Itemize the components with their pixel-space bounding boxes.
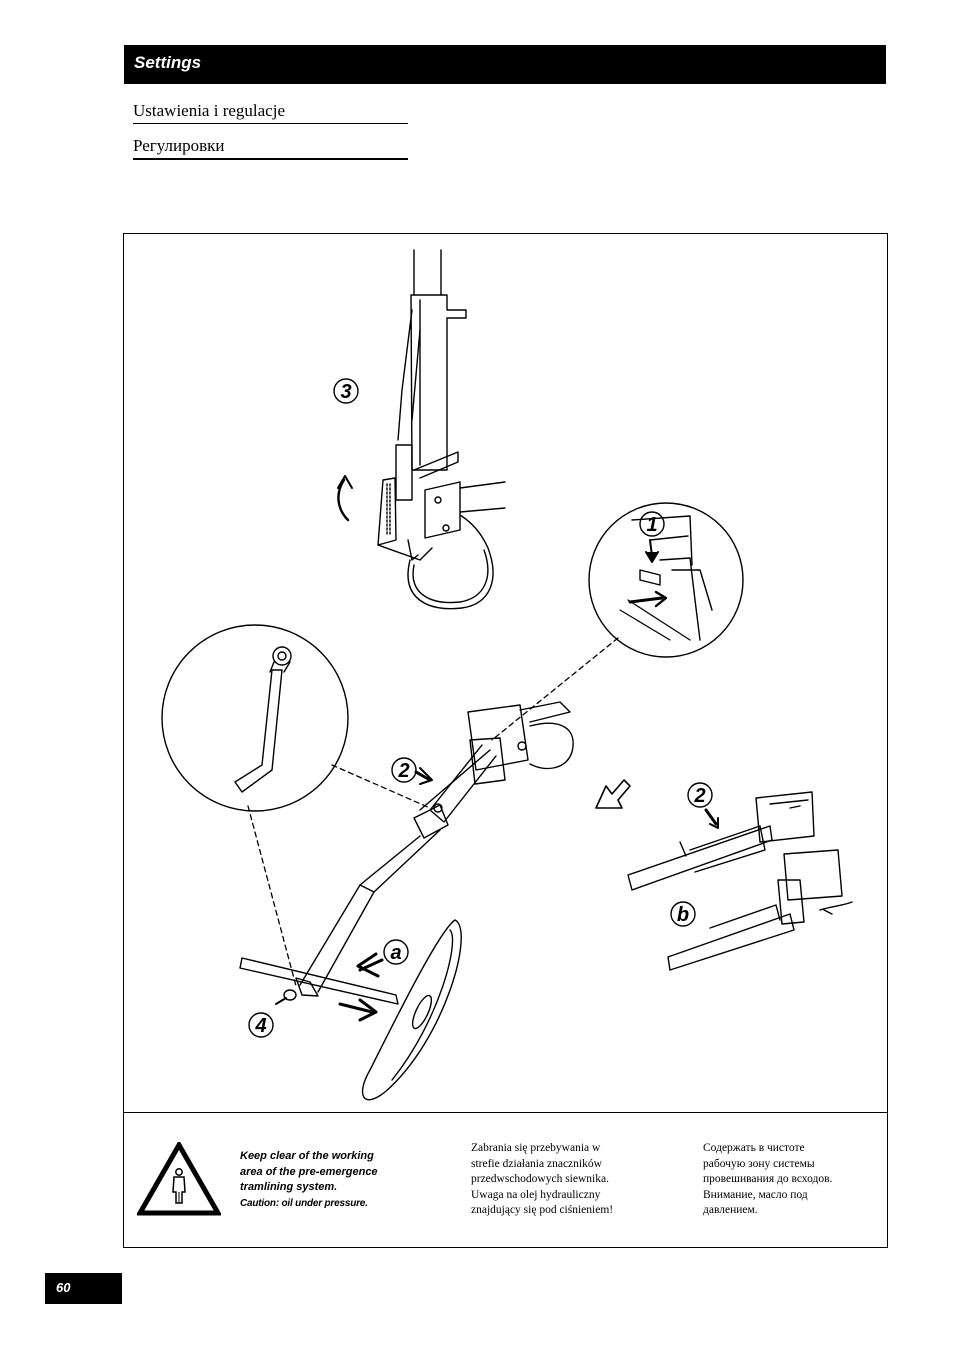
- warning-ru-line: Внимание, масло под: [703, 1188, 808, 1201]
- callout-a: a: [390, 942, 401, 964]
- warning-text-polish: Zabrania się przebywania w strefie dział…: [471, 1141, 686, 1219]
- warning-pl-line: strefie działania znaczników: [471, 1157, 602, 1170]
- folded-arm-drawing: [337, 249, 506, 610]
- motion-arrows: [275, 767, 719, 1022]
- callout-1: 1: [646, 514, 657, 536]
- warning-text-english: Keep clear of the working area of the pr…: [240, 1149, 435, 1211]
- frame-divider: [124, 1112, 887, 1113]
- warning-ru-line: провешивания до всходов.: [703, 1173, 833, 1185]
- warning-pl-line: znajdujący się pod ciśnieniem!: [471, 1204, 614, 1216]
- marker-arm-drawing: [239, 701, 574, 1101]
- warning-text-russian: Содержать в чистоте рабочую зону системы…: [703, 1141, 883, 1219]
- bolt-detail: [588, 502, 744, 658]
- warning-pl-line: przedwschodowych siewnika.: [471, 1173, 609, 1185]
- warning-ru-line: Содержать в чистоте: [703, 1142, 805, 1154]
- warning-pl-line: Uwaga na olej hydrauliczny: [471, 1188, 601, 1201]
- warning-en-line: area of the pre-emergence: [240, 1165, 378, 1178]
- warning-en-line: Keep clear of the working: [240, 1150, 374, 1162]
- warning-ru-line: давлением.: [703, 1204, 758, 1216]
- header-bar: Settings: [124, 45, 886, 84]
- illustration-frame: [123, 233, 888, 1248]
- callout-4: 4: [254, 1015, 266, 1037]
- warning-ru-line: рабочую зону системы: [703, 1157, 815, 1170]
- callout-2-main: 2: [397, 760, 409, 782]
- subtitle-polish: Ustawienia i regulacje: [133, 101, 408, 124]
- page-number: 60: [56, 1280, 71, 1295]
- page-title: Settings: [134, 53, 202, 72]
- warning-en-caution: Caution: oil under pressure.: [240, 1197, 368, 1209]
- callout-3: 3: [340, 381, 351, 403]
- callout-2-side: 2: [693, 785, 705, 807]
- subtitle-russian: Регулировки: [133, 136, 408, 160]
- warning-person-icon: [137, 1142, 221, 1216]
- crank-handle-detail: [161, 624, 349, 812]
- warning-en-line: tramlining system.: [240, 1181, 338, 1193]
- warning-pl-line: Zabrania się przebywania w: [471, 1142, 601, 1154]
- page-number-box: 60: [45, 1273, 122, 1304]
- side-view-drawings: [595, 779, 853, 971]
- leader-lines: [247, 637, 619, 987]
- callout-labels: 3 1 2 2 b a 4: [248, 378, 713, 1038]
- callout-b: b: [677, 904, 689, 926]
